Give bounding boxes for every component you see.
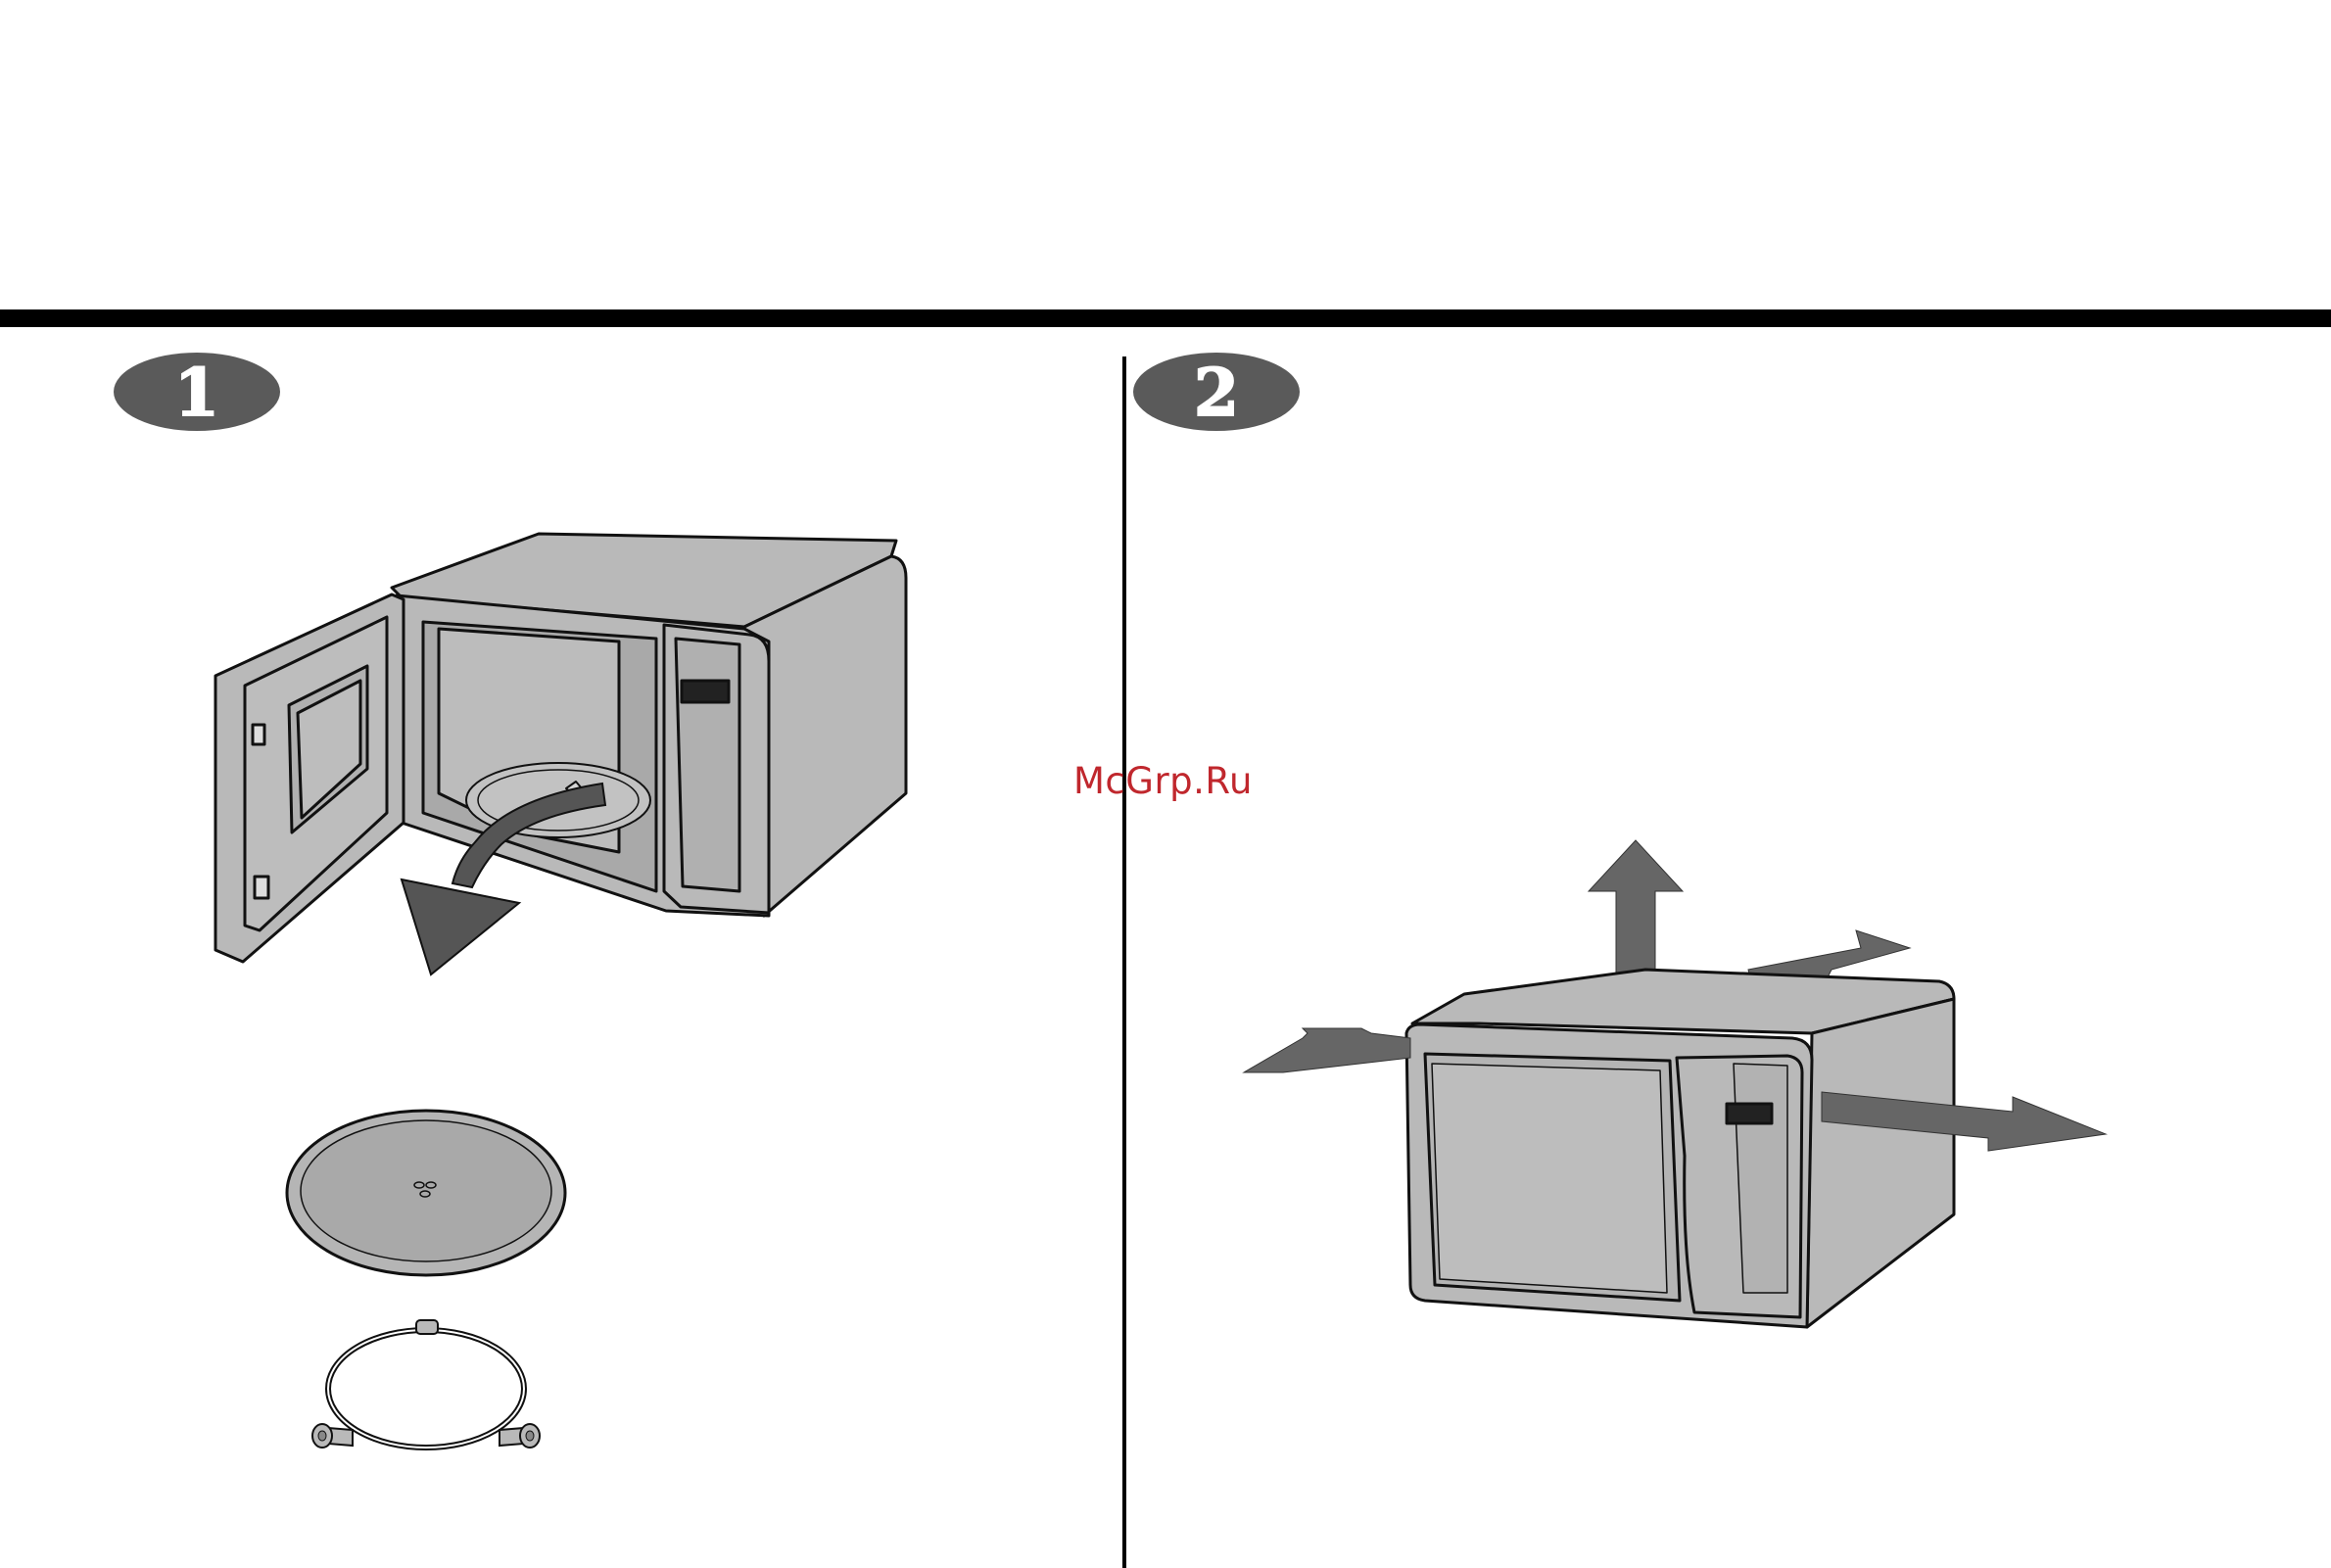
step-1-number: 1: [174, 355, 219, 431]
step-2-number: 2: [1194, 355, 1239, 431]
step-2-badge: 2: [1132, 351, 1301, 433]
arrow-left-icon: [1244, 1028, 1410, 1072]
microwave-clearance-icon: [1224, 832, 2116, 1342]
top-rule: [0, 309, 2331, 327]
roller-ring-icon: [309, 1312, 544, 1459]
step-1-badge: 1: [113, 351, 281, 433]
microwave-door-open-icon: [196, 519, 940, 979]
watermark-text: McGrp.Ru: [1073, 760, 1253, 802]
arrow-up-icon: [1589, 840, 1683, 984]
column-divider: [1122, 356, 1126, 1568]
glass-tray-icon: [284, 1107, 578, 1278]
